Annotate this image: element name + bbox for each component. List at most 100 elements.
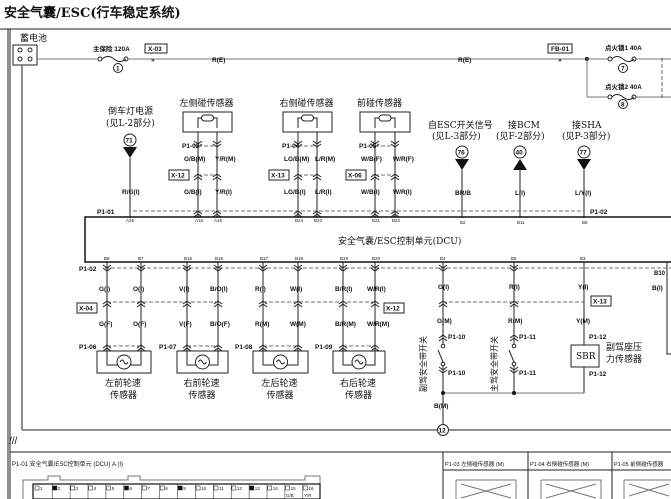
sensor-wiring — [197, 117, 218, 128]
plug-label: P1-11 — [519, 370, 536, 377]
connector-x03 — [144, 43, 168, 54]
dcu-connector-outline — [22, 475, 321, 499]
sine-wave-icon — [198, 359, 207, 365]
wire-label: R/G(I) — [122, 189, 140, 196]
connector-pin-icon — [102, 300, 112, 308]
pin-label: A16 — [214, 218, 223, 223]
wire-label: R(I) — [509, 284, 520, 291]
fuse-label: 点火锁1 40A — [605, 43, 642, 52]
pin-cell — [142, 485, 147, 491]
dcu-box — [84, 216, 671, 263]
ground-number: 12 — [439, 428, 447, 435]
connector-x03-label: X-03 — [148, 46, 162, 53]
plug-label: P1-12 — [589, 371, 607, 378]
pin-number: 3 — [76, 486, 79, 491]
wire-label: G(I) — [438, 284, 449, 291]
wire-label: G/B(M) — [184, 156, 205, 163]
circuit-number: 71 — [126, 138, 134, 145]
ref: (见L-2部分) — [106, 117, 155, 129]
wire-label: B(I) — [652, 285, 663, 292]
pin-label: B22 — [392, 218, 401, 223]
wire-label: B/R(I) — [335, 286, 352, 293]
sensor-label: 左侧碰传感器 — [180, 97, 234, 109]
pin-cell — [177, 485, 183, 491]
pin-cell — [52, 485, 58, 491]
ignition-fuse-1: 点火锁1 40A 7 — [587, 43, 671, 73]
wire-label: R(E) — [458, 57, 471, 64]
switch-icon — [437, 349, 444, 363]
sensor-wiring — [374, 117, 396, 128]
sbr-sensor: B3 Y(I) Y(M) P1-12 SBR 副驾座压 力传感器 P1-12 — [570, 256, 642, 393]
pin-label: B19 — [340, 256, 349, 261]
connector-box — [345, 169, 367, 181]
sensor-label: 右后轮速 — [340, 377, 376, 389]
wheel-speed-sensor: B19B/R(I)B/R(M)B20W/R(I)W/R(M)P1-09右后轮速传… — [315, 256, 389, 401]
connector-pin-icon — [370, 173, 380, 181]
connector-chevron-icon: » — [558, 57, 562, 64]
wire-label: Y(I) — [578, 284, 588, 291]
connector-view-title: P1-03 左侧碰传感器 (M) — [445, 460, 504, 468]
pin-label: B16 — [215, 256, 224, 261]
circuit-number: 40 — [516, 150, 524, 157]
pin-number: 5 — [112, 486, 115, 491]
pin-number: 11 — [219, 486, 224, 491]
pin-number: 1 — [40, 486, 43, 491]
pin-cell — [303, 485, 308, 491]
pin-cell — [34, 485, 40, 491]
connector-pin-icon — [438, 264, 448, 272]
connector-pin-icon — [212, 173, 222, 181]
pin-label: B2 — [460, 220, 466, 225]
connector-pin-icon — [193, 173, 203, 181]
pin-cell — [106, 485, 111, 491]
connector-pin-icon — [509, 264, 519, 272]
connector-pin-icon — [136, 264, 146, 272]
connector-pin-icon — [293, 264, 303, 272]
connector-pin-icon — [212, 140, 222, 148]
label: 接SHA — [572, 119, 602, 131]
plug-label: P1-12 — [589, 334, 607, 341]
connector-pin-icon — [312, 140, 322, 148]
battery: 蓄电池 — [12, 32, 47, 66]
connector-pin-icon — [438, 300, 448, 308]
connector-chevron-icon: » — [151, 57, 155, 64]
pin-label: B8 — [104, 256, 110, 261]
sensor-label: 传感器 — [345, 389, 372, 401]
switch-contact — [511, 361, 517, 367]
plug-label: P1-11 — [519, 334, 536, 341]
side-right-sensor: 右侧碰传感器LG/B(M)LG/B(I)B24L/R(M)L/R(I)B23P1… — [268, 97, 335, 223]
pin-cell — [249, 485, 255, 491]
connector-pin-icon — [102, 264, 112, 272]
wire-label: W/R(I) — [393, 189, 412, 196]
pin-cell — [267, 485, 272, 491]
wire-label: G(M) — [437, 318, 452, 325]
wire-label: B(M) — [434, 403, 448, 410]
plug-label: P1-03 — [182, 143, 200, 150]
pin-cell — [70, 485, 76, 491]
wire-label: R(M) — [508, 318, 522, 325]
connector-view-title: P1-01 安全气囊/ESC控制单元 (DCU) A (I) — [12, 460, 123, 468]
ref: (见F-2部分) — [496, 130, 545, 142]
front-sensor: 前碰传感器W/B(F)W/B(I)B21W/R(F)W/R(I)B22P1-05… — [345, 97, 414, 223]
plug-label: P1-09 — [315, 344, 333, 351]
circuit-number: 76 — [458, 150, 466, 157]
label: 自ESC开关信号 — [428, 119, 493, 131]
resistor-icon — [301, 114, 314, 122]
sensor-box — [182, 111, 233, 133]
reverse-light-power: 倒车灯电源 (见L-2部分) 71 R/G(I) A25 — [106, 105, 155, 223]
pin-cell — [88, 485, 93, 491]
connector-x13-label: X-13 — [593, 299, 607, 306]
side-connector-views — [455, 479, 671, 499]
dcu-connector-face — [32, 483, 321, 499]
wire-label: W/R(M) — [367, 321, 389, 328]
pin-label: B11 — [517, 220, 525, 225]
main-fuse: 主保险 120A 1 — [93, 44, 130, 73]
sensor-label: 右前轮速 — [184, 377, 220, 389]
wire-label: LG/B(I) — [284, 189, 306, 196]
plug-label: P1-05 — [359, 143, 377, 150]
sensor-box — [359, 111, 411, 133]
wire-label: R(I) — [255, 286, 266, 293]
switch-label: 主驾安全带开关 — [489, 336, 499, 392]
connector-pin-icon — [438, 366, 448, 374]
wire-label: W/R(F) — [393, 156, 414, 163]
